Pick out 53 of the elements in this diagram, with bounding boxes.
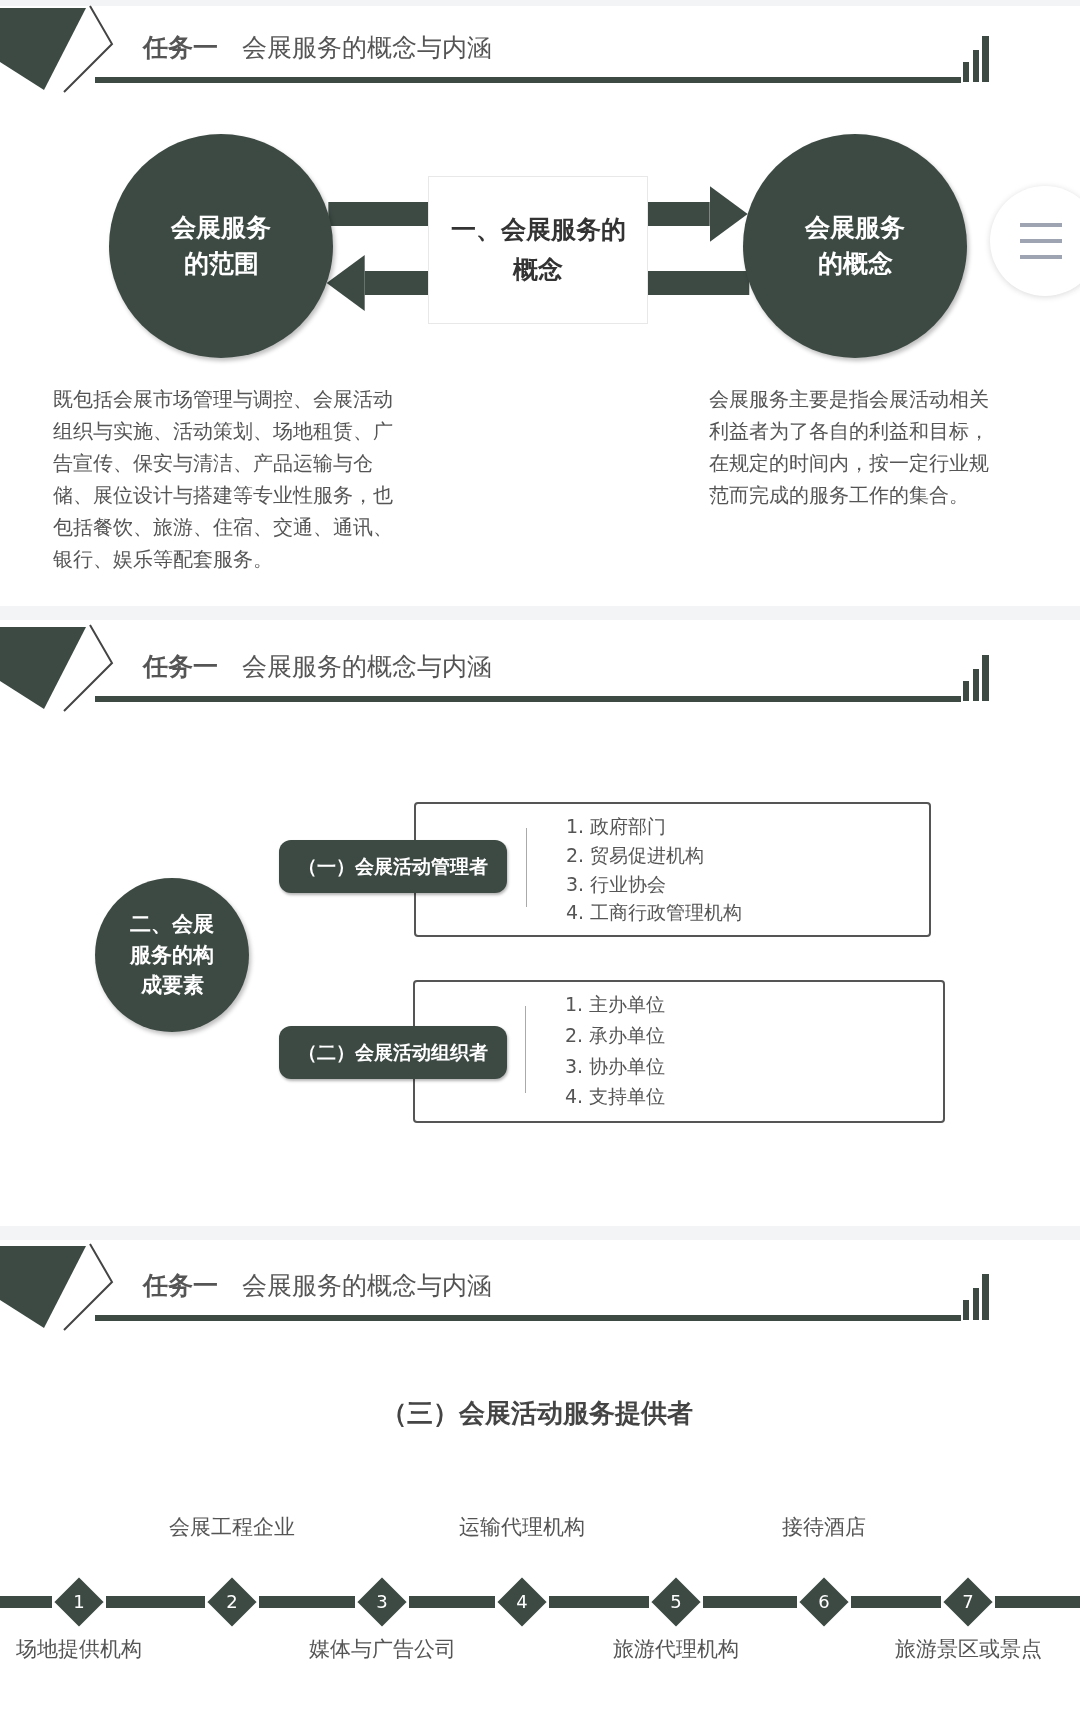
list-item: 1. 政府部门 [566,814,667,839]
step-label: 会展工程企业 [168,1514,296,1541]
title-box [428,176,648,324]
node-label: 会展服务的范围 [170,211,272,280]
step-label: 接待酒店 [781,1514,867,1541]
header-title: 会展服务的概念与内涵 [242,1270,492,1302]
step-number: 6 [817,1590,831,1614]
arrow [326,255,428,311]
node-label: 会展服务的概念 [804,211,906,280]
step-number: 3 [375,1590,389,1614]
header-tag: 任务一 [143,1269,218,1302]
node-label: 一、会展服务的概念 [450,214,626,286]
node-label: 二、会展服务的构成要素 [128,911,215,1000]
list-item: 2. 贸易促进机构 [566,842,705,868]
list-item: 3. 协办单位 [565,1053,666,1079]
description-text: 会展服务主要是指会展活动相关利益者为了各自的利益和目标，在规定的时间内，按一定行业规范而完成的服务工作的集合。 [709,386,990,509]
connector-line [259,1596,355,1608]
connector-line [703,1596,797,1608]
list-panel [413,980,945,1123]
step-number: 1 [72,1590,86,1614]
connector-line [328,202,428,226]
step-number: 2 [225,1590,239,1614]
list-item: 4. 支持单位 [565,1084,666,1110]
header-tag: 任务一 [143,650,218,683]
step-label: 旅游景区或景点 [893,1636,1043,1663]
step-label: 运输代理机构 [458,1514,586,1541]
list-item: 2. 承办单位 [565,1022,666,1048]
header-tag: 任务一 [143,31,218,64]
header-title: 会展服务的概念与内涵 [242,651,492,683]
connector-line [0,1596,52,1608]
step-number: 5 [669,1590,683,1614]
list-item: 4. 工商行政管理机构 [566,900,743,926]
category-pill [279,840,507,893]
arrow [648,186,748,242]
section-title: （三）会展活动服务提供者 [380,1397,694,1430]
connector-line [995,1596,1080,1608]
connector-line [409,1596,495,1608]
connector-line [549,1596,649,1608]
step-number: 7 [961,1590,975,1614]
connector-line [106,1596,205,1608]
list-item: 3. 行业协会 [566,871,667,897]
connector-line [851,1596,941,1608]
header-title: 会展服务的概念与内涵 [242,32,492,64]
description-text: 既包括会展市场管理与调控、会展活动组织与实施、活动策划、场地租赁、广告宣传、保安与清洁、产品运输与仓储、展位设计与搭建等专业性服务，也包括餐饮、旅游、住宿、交通、通讯、银行、娱乐等配套服务。 [53,386,394,573]
node-label: （一）会展活动管理者 [298,853,488,879]
connector-line [648,271,750,295]
node-label: （二）会展活动组织者 [298,1039,488,1065]
step-label: 旅游代理机构 [612,1636,740,1663]
step-number: 4 [515,1590,529,1614]
category-pill [279,1026,507,1079]
step-label: 场地提供机构 [15,1636,143,1663]
step-label: 媒体与广告公司 [307,1636,457,1663]
list-item: 1. 主办单位 [565,992,666,1017]
